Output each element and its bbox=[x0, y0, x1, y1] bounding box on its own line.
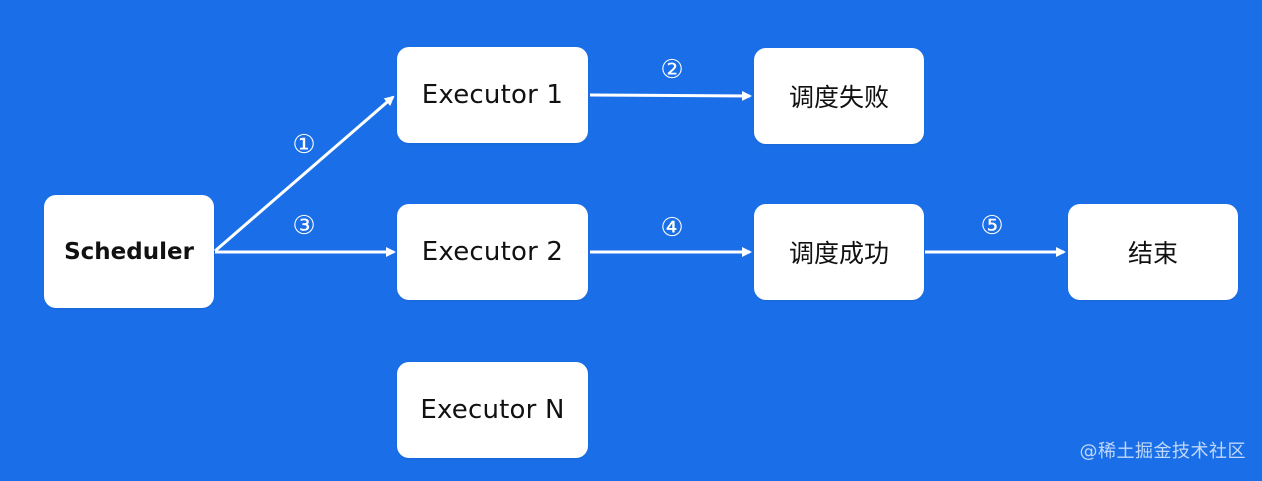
watermark-text: @稀土掘金技术社区 bbox=[1079, 441, 1246, 462]
executor-2-node: Executor 2 bbox=[397, 204, 588, 300]
step-2-label: ② bbox=[660, 55, 684, 85]
step-3-label: ③ bbox=[292, 211, 316, 241]
schedule-fail-label: 调度失败 bbox=[788, 83, 889, 112]
executor-2-label: Executor 2 bbox=[421, 237, 564, 267]
schedule-fail-node: 调度失败 bbox=[754, 48, 924, 144]
step-5-label: ⑤ bbox=[980, 211, 1004, 241]
end-label: 结束 bbox=[1127, 239, 1178, 268]
scheduler-node: Scheduler bbox=[44, 195, 214, 308]
arrow-scheduler-to-executor1 bbox=[214, 95, 395, 253]
arrow-executor1-to-fail bbox=[589, 90, 752, 101]
executor-1-label: Executor 1 bbox=[421, 80, 564, 110]
schedule-success-label: 调度成功 bbox=[788, 239, 889, 268]
step-1-label: ① bbox=[292, 130, 316, 160]
executor-1-node: Executor 1 bbox=[397, 47, 588, 143]
scheduler-label: Scheduler bbox=[64, 238, 194, 265]
step-4-label: ④ bbox=[660, 213, 684, 243]
executor-n-node: Executor N bbox=[397, 362, 588, 458]
executor-n-label: Executor N bbox=[420, 395, 565, 425]
schedule-success-node: 调度成功 bbox=[754, 204, 924, 300]
end-node: 结束 bbox=[1068, 204, 1238, 300]
